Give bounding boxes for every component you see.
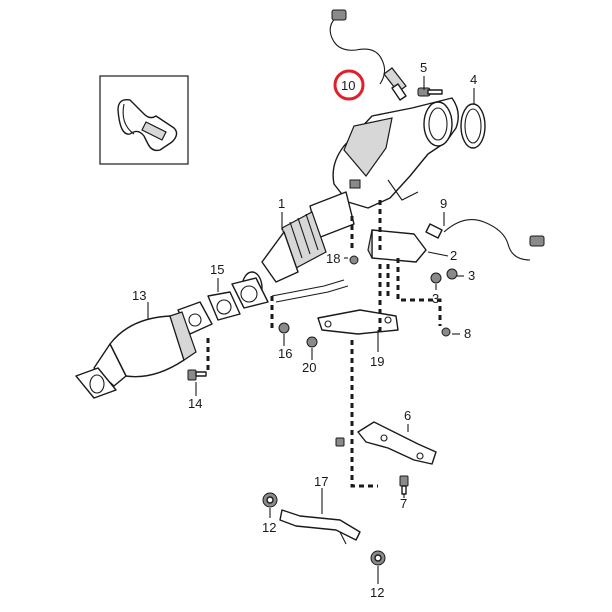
callout-15: 15 <box>210 262 224 277</box>
callout-12a: 12 <box>262 520 276 535</box>
callout-8: 8 <box>464 326 471 341</box>
callout-12b: 12 <box>370 585 384 600</box>
bolt-5 <box>417 87 443 97</box>
callout-5: 5 <box>420 60 427 75</box>
callout-20: 20 <box>302 360 316 375</box>
oxygen-sensor-upper <box>329 9 407 101</box>
gasket-15 <box>207 277 269 321</box>
bracket-2 <box>367 229 427 263</box>
callout-19: 19 <box>370 354 384 369</box>
callout-2: 2 <box>450 248 457 263</box>
callout-18: 18 <box>326 251 340 266</box>
callout-10: 10 <box>341 78 355 93</box>
leader-lines <box>147 76 475 584</box>
heat-shield-6 <box>357 421 437 465</box>
callout-3a: 3 <box>468 268 475 283</box>
callout-16: 16 <box>278 346 292 361</box>
callout-4: 4 <box>470 72 477 87</box>
highlight-circle <box>333 69 365 101</box>
front-pipe-1 <box>241 191 355 305</box>
nuts <box>349 255 458 337</box>
rubber-mount-12b <box>370 550 386 566</box>
hanger-17 <box>279 509 361 545</box>
oxygen-sensor-lower <box>425 219 545 261</box>
gasket-4 <box>460 103 486 149</box>
callout-3b: 3 <box>432 291 439 306</box>
callout-7: 7 <box>400 496 407 511</box>
callout-13: 13 <box>132 288 146 303</box>
bolt-14 <box>187 369 207 381</box>
rear-catalytic-converter-13 <box>75 301 213 399</box>
callout-1: 1 <box>278 196 285 211</box>
callout-9: 9 <box>440 196 447 211</box>
upper-catalytic-converter <box>332 97 459 209</box>
callout-14: 14 <box>188 396 202 411</box>
rubber-mount-12a <box>262 492 278 508</box>
nut-16-20 <box>278 322 318 348</box>
callout-6: 6 <box>404 408 411 423</box>
assembly-dashed-lines <box>206 200 442 488</box>
bolt-7 <box>335 437 409 495</box>
clamp-detail-inset <box>99 75 189 165</box>
bracket-19 <box>317 309 399 335</box>
callout-17: 17 <box>314 474 328 489</box>
